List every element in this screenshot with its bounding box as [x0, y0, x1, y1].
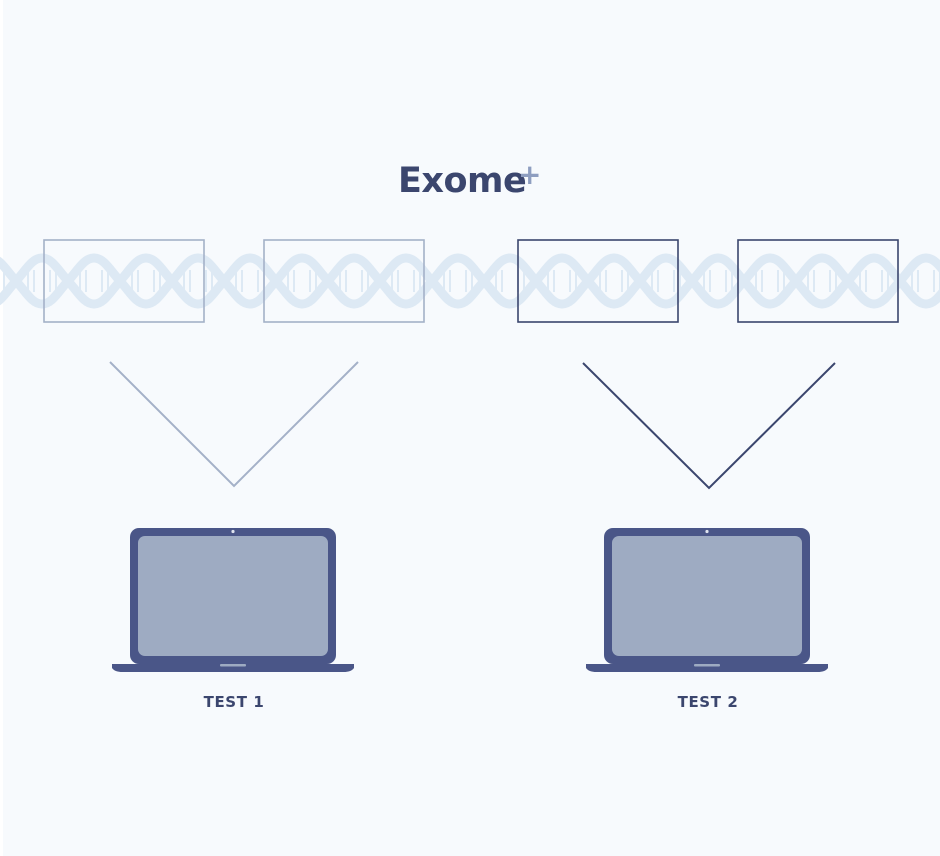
dna-strand-icon: [0, 258, 940, 304]
test2-label: TEST 2: [677, 693, 739, 711]
diagram-title: Exome: [398, 161, 527, 201]
test1-exon-box-1: [43, 239, 205, 323]
test2-laptop-icon: [586, 528, 828, 672]
test1-exon-box-2: [263, 239, 425, 323]
test1-label: TEST 1: [203, 693, 265, 711]
title-superscript: +: [518, 158, 542, 191]
test2-exon-box-1: [517, 239, 679, 323]
test2-connector: [582, 362, 836, 490]
test1-laptop-icon: [112, 528, 354, 672]
test1-connector: [109, 361, 359, 488]
left-edge: [0, 0, 3, 856]
test2-exon-box-2: [737, 239, 899, 323]
